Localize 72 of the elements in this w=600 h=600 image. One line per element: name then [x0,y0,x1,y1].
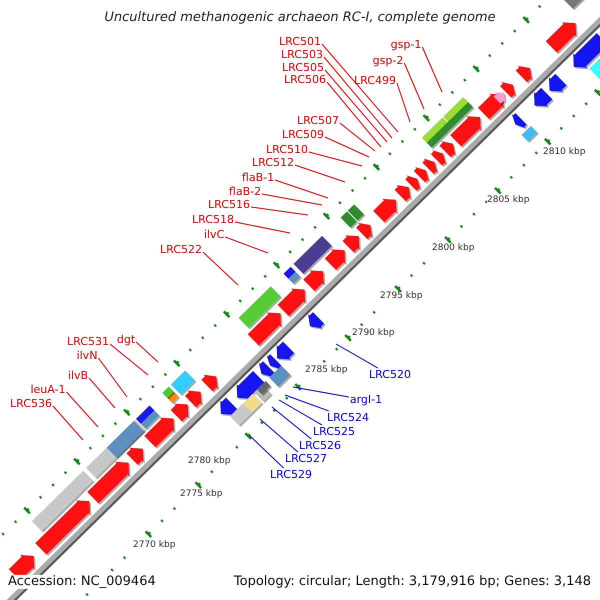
leader-line [284,394,330,412]
leader-line [336,344,378,368]
scale-label: 2780 kbp [188,457,230,467]
leader-line [66,392,98,428]
gene-label: leuA-1 [30,384,66,396]
leader-line [294,164,346,182]
leader-line [404,62,424,110]
leader-line [422,46,442,92]
gene-label: LRC499 [354,74,396,88]
scale-label: 2795 kbp [380,292,422,302]
gene-label: LRC520 [369,368,411,382]
leader-line [308,152,362,166]
leader-line [396,82,410,122]
leader-line [260,418,298,452]
gene-label: LRC525 [313,426,355,438]
leader-line [274,180,328,198]
leader-line [278,400,322,426]
leader-line [234,222,290,234]
leader-line [324,136,370,158]
gene-label: LRC509 [282,128,324,142]
gene-label: argI-1 [350,394,382,406]
leader-line [250,206,308,216]
leader-line [250,436,284,468]
scale-label: 2800 kbp [432,244,474,254]
gene-label: LRC526 [299,440,341,452]
scale-label: 2770 kbp [133,541,176,551]
leader-line [339,122,376,152]
gene-label: flaB-2 [228,186,262,198]
leader-line [202,252,238,286]
scale-label: 2785 kbp [305,366,348,376]
gene-label: LRC522 [160,244,202,256]
gene-label: dgt [116,334,136,346]
gene-label: LRC524 [327,412,369,424]
leader-line [262,194,322,206]
leader-line [321,44,398,132]
leader-line [136,342,158,362]
gene-label: LRC527 [285,452,327,466]
gene-label: ilvN [76,350,98,362]
gene-label: LRC507 [297,114,339,128]
leader-line [323,56,392,138]
gene-label: LRC501 [279,36,321,48]
gene-label: gsp-1 [390,38,422,52]
leader-line [109,344,148,376]
scale-label: 2805 kbp [487,196,530,206]
scale-label: 2775 kbp [180,490,222,500]
leader-line [324,70,388,142]
leader-line [326,82,382,148]
gene-label: LRC529 [270,468,312,482]
leader-line [98,358,128,398]
title: Uncultured methanogenic archaeon RC-I, complete genome [104,11,496,26]
gene-label: LRC516 [208,198,250,212]
gene-label: ilvC [204,228,224,242]
gene-label: LRC505 [282,62,324,74]
gene-label: LRC512 [252,156,294,170]
footer-text: Accession: NC_009464 [8,574,156,590]
leader-line [224,236,268,254]
gene-label: ilvB [68,370,88,382]
scale-label: 2790 kbp [352,329,394,339]
gene-label: flaB-1 [242,172,274,184]
leader-line [52,406,84,440]
gene-label: gsp-2 [372,54,404,68]
scale-label: 2810 kbp [543,148,586,158]
gene-label: LRC536 [10,398,52,410]
leader-line [292,386,350,398]
gene-label: LRC503 [281,48,323,62]
leader-line [272,406,312,440]
gene-label: LRC531 [67,336,109,348]
leader-line [88,378,116,408]
gene-label: LRC518 [192,214,234,226]
gene-label: LRC506 [284,74,326,86]
gene-label: LRC510 [266,144,308,156]
footer-text: Topology: circular; Length: 3,179,916 bp; Genes: 3,148 [234,574,591,590]
